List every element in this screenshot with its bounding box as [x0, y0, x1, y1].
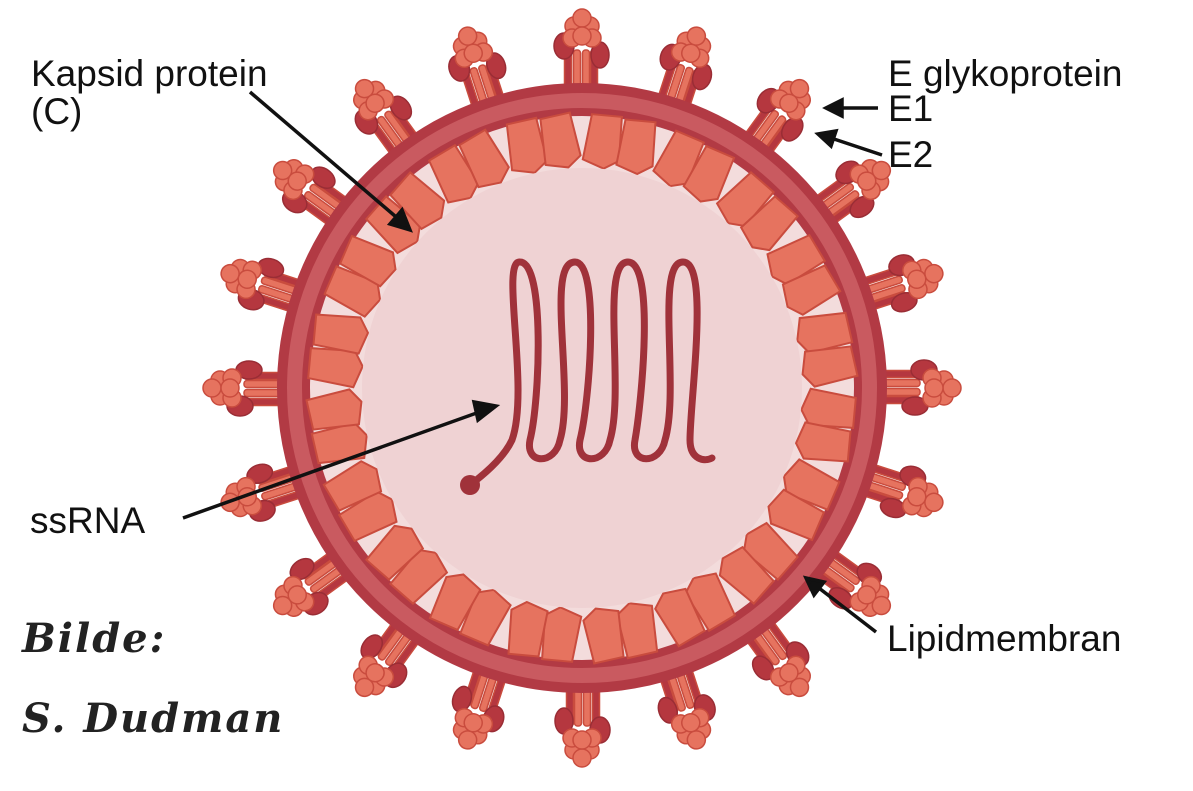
- credit-line2: S. Dudman: [22, 695, 285, 742]
- capsid-shell: [305, 111, 859, 665]
- capsid-protein: [767, 458, 841, 542]
- e1-label: E1: [888, 88, 934, 129]
- credit-line1: Bilde:: [22, 615, 167, 662]
- capsid-protein: [364, 524, 449, 606]
- arrow-e2: [827, 135, 883, 157]
- capsid-label: Kapsid protein(C): [31, 53, 268, 132]
- capsid-protein: [307, 313, 370, 389]
- core-interior: [362, 168, 802, 608]
- ssrna-strand: [466, 258, 716, 489]
- rna-5prime-cap: [460, 475, 480, 495]
- capsid-protein: [305, 388, 368, 465]
- capsid-protein: [323, 234, 397, 318]
- arrow-ssrna: [182, 408, 486, 520]
- capsid-protein: [718, 521, 800, 606]
- capsid-protein: [428, 573, 512, 647]
- ssrna-label: ssRNA: [30, 500, 146, 541]
- capsid-protein: [652, 129, 736, 203]
- capsid-protein: [715, 170, 800, 252]
- capsid-protein: [766, 233, 842, 316]
- capsid-protein: [796, 311, 859, 388]
- arrow-lipid: [813, 583, 878, 634]
- capsid-protein: [507, 600, 583, 663]
- capsid-protein: [581, 113, 657, 176]
- e-glycoprotein-label: E glykoprotein: [888, 53, 1123, 94]
- capsid-protein: [427, 128, 510, 204]
- arrow-capsid: [248, 90, 404, 224]
- capsid-protein: [322, 460, 398, 543]
- capsid-protein: [582, 602, 659, 665]
- lipid-membrane-label: Lipidmembran: [887, 618, 1122, 659]
- capsid-protein: [654, 572, 737, 648]
- e2-label: E2: [888, 134, 934, 175]
- capsid-protein: [794, 387, 857, 463]
- arrows: [182, 90, 883, 634]
- capsid-protein: [505, 111, 582, 174]
